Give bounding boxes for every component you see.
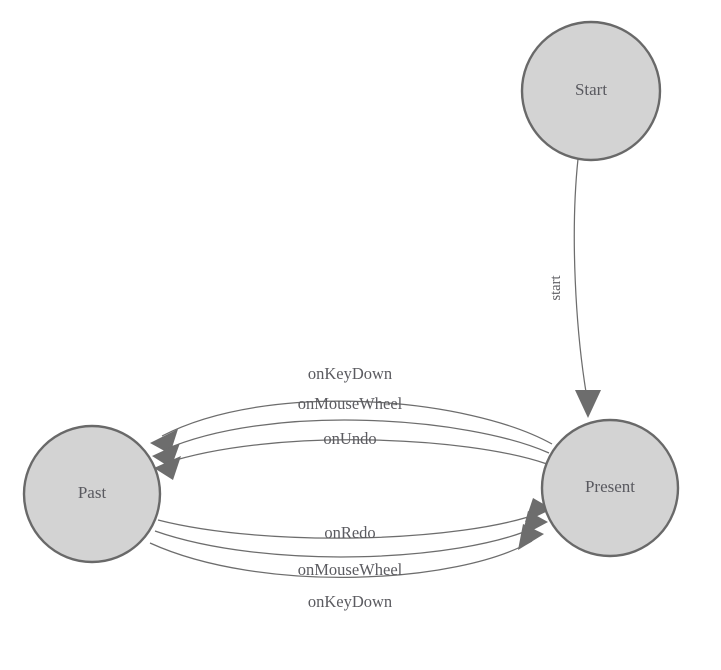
edge-present-to-past-onundo[interactable] (154, 439, 548, 480)
edge-past-to-present-onkeydown[interactable] (149, 524, 544, 579)
edge-label-onmousewheel-top: onMouseWheel (298, 394, 403, 413)
node-present-circle (540, 418, 680, 558)
edge-path-e2 (163, 419, 550, 454)
edge-label-onredo: onRedo (324, 523, 375, 542)
edge-label-onkeydown-bottom: onKeyDown (308, 592, 392, 611)
node-past-circle (22, 424, 162, 564)
node-start-label: Start (575, 80, 607, 99)
node-start-circle (520, 20, 662, 162)
edge-path-start (573, 158, 587, 393)
edge-path-e5 (154, 526, 537, 558)
edge-path-e3 (165, 439, 548, 465)
edge-start-to-present[interactable] (573, 158, 601, 418)
edge-label-onmousewheel-bottom: onMouseWheel (298, 560, 403, 579)
node-past[interactable]: Past (22, 424, 162, 564)
edge-label-onkeydown-top: onKeyDown (308, 364, 392, 383)
arrowhead-e6 (518, 524, 544, 550)
edge-path-e6 (149, 540, 533, 579)
node-present-label: Present (585, 477, 635, 496)
arrowhead-e3 (154, 456, 181, 480)
edge-path-e4 (157, 512, 541, 539)
arrowhead-start-to-present (575, 390, 601, 418)
node-present[interactable]: Present (540, 418, 680, 558)
edge-label-start: start (548, 276, 564, 301)
node-start[interactable]: Start (520, 20, 662, 162)
edge-label-onundo: onUndo (323, 429, 376, 448)
edge-path-e1 (161, 400, 553, 445)
node-past-label: Past (78, 483, 107, 502)
